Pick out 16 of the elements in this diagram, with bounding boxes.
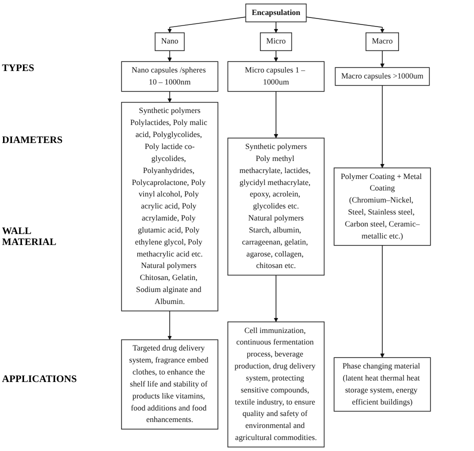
arrow <box>274 50 278 62</box>
row-heading: WALL MATERIAL <box>2 226 58 248</box>
arrow <box>380 85 384 168</box>
arrow <box>274 91 278 138</box>
row-heading: APPLICATIONS <box>2 374 78 385</box>
arrow <box>168 91 172 103</box>
arrow <box>168 310 172 340</box>
arrow <box>274 21 278 33</box>
row-heading: DIAMETERS <box>2 135 64 146</box>
arrow <box>380 50 384 68</box>
row-heading: TYPES <box>2 63 36 74</box>
arrow <box>168 50 172 62</box>
arrow <box>306 16 384 33</box>
arrow <box>380 245 384 358</box>
arrow <box>168 16 246 33</box>
arrow <box>274 274 278 322</box>
